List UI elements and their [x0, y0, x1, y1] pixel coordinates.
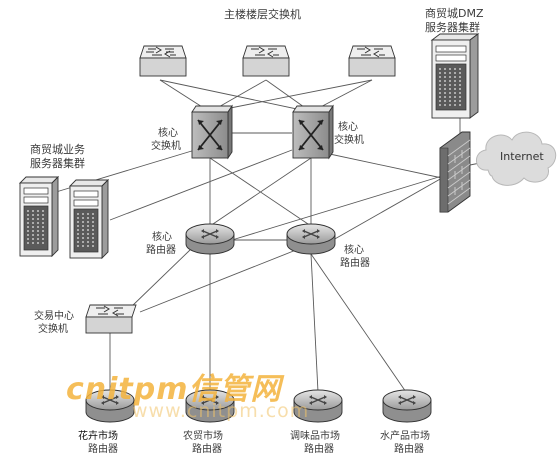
trade-switch-label-line2: 交换机 — [38, 324, 68, 335]
business-server-2 — [68, 178, 110, 260]
core-switch-left-label-line2: 交换机 — [151, 141, 181, 152]
flower-market-label-line2: 路由器 — [88, 444, 118, 455]
seasoning-market-label-line2: 路由器 — [304, 444, 334, 455]
floor-switch-1 — [139, 45, 187, 77]
core-switch-left — [191, 104, 233, 160]
farm-market-label-line2: 路由器 — [192, 444, 222, 455]
core-switch-right-label-line2: 交换机 — [334, 135, 364, 146]
dmz-server — [430, 33, 480, 119]
firewall-icon — [439, 131, 471, 213]
core-switch-left-label-line1: 核心 — [158, 128, 178, 139]
seasoning-market-label-line1: 调味品市场 — [290, 431, 340, 442]
business-cluster-label-line1: 商贸城业务 — [30, 143, 85, 156]
internet-label: Internet — [500, 150, 544, 163]
farm-market-label-line1: 农贸市场 — [183, 431, 223, 442]
seafood-market-label-line1: 水产品市场 — [380, 431, 430, 442]
internet-cloud-icon — [476, 131, 557, 186]
core-router-right-label-line2: 路由器 — [340, 258, 370, 269]
connection-lines — [55, 79, 496, 393]
trade-center-switch — [85, 304, 137, 334]
business-cluster-label-line2: 服务器集群 — [30, 157, 85, 170]
watermark-logo: cnitpm信管网 — [66, 372, 282, 407]
core-router-right — [286, 223, 336, 255]
core-switch-right-label-line1: 核心 — [338, 122, 358, 133]
core-router-right-label-line1: 核心 — [344, 245, 364, 256]
core-router-left-label-line2: 路由器 — [146, 245, 176, 256]
core-switch-right — [292, 104, 334, 160]
core-router-left-label-line1: 核心 — [152, 232, 172, 243]
seafood-market-label-line2: 路由器 — [394, 444, 424, 455]
floor-switch-3 — [348, 45, 396, 77]
seafood-market-router — [382, 389, 432, 423]
flower-market-label-line1: 花卉市场 — [78, 431, 118, 442]
seasoning-market-router — [293, 389, 343, 423]
core-router-left — [185, 223, 235, 255]
business-server-1 — [18, 175, 60, 258]
flower-market-router — [85, 389, 135, 423]
floor-switch-2 — [242, 45, 290, 77]
watermark-url: www.cnitpm.com — [132, 400, 310, 422]
farm-market-router — [185, 389, 235, 423]
floor-switch-group-label: 主楼楼层交换机 — [224, 8, 301, 21]
trade-switch-label-line1: 交易中心 — [34, 311, 74, 322]
dmz-cluster-label-line1: 商贸城DMZ — [425, 7, 484, 20]
dmz-cluster-label-line2: 服务器集群 — [425, 21, 480, 34]
